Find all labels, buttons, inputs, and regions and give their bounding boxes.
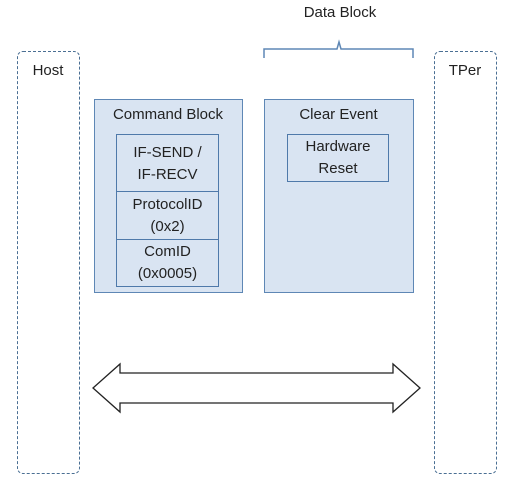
clear-event-title: Clear Event — [299, 106, 378, 123]
tper-lane: TPer — [434, 51, 497, 474]
command-block-title: Command Block — [112, 106, 224, 123]
clear-event-block: Clear Event — [264, 99, 414, 293]
data-block-brace — [263, 39, 414, 58]
host-lane: Host — [17, 51, 80, 474]
command-field-protocol-id: ProtocolID (0x2) — [116, 191, 219, 241]
bidirectional-arrow-icon — [92, 362, 421, 414]
hardware-reset-item: Hardware Reset — [287, 134, 389, 182]
command-field-interface: IF-SEND / IF-RECV — [116, 134, 219, 193]
tper-label: TPer — [448, 62, 482, 79]
command-field-com-id: ComID (0x0005) — [116, 239, 219, 287]
data-block-label: Data Block — [303, 4, 377, 21]
host-label: Host — [32, 62, 64, 79]
